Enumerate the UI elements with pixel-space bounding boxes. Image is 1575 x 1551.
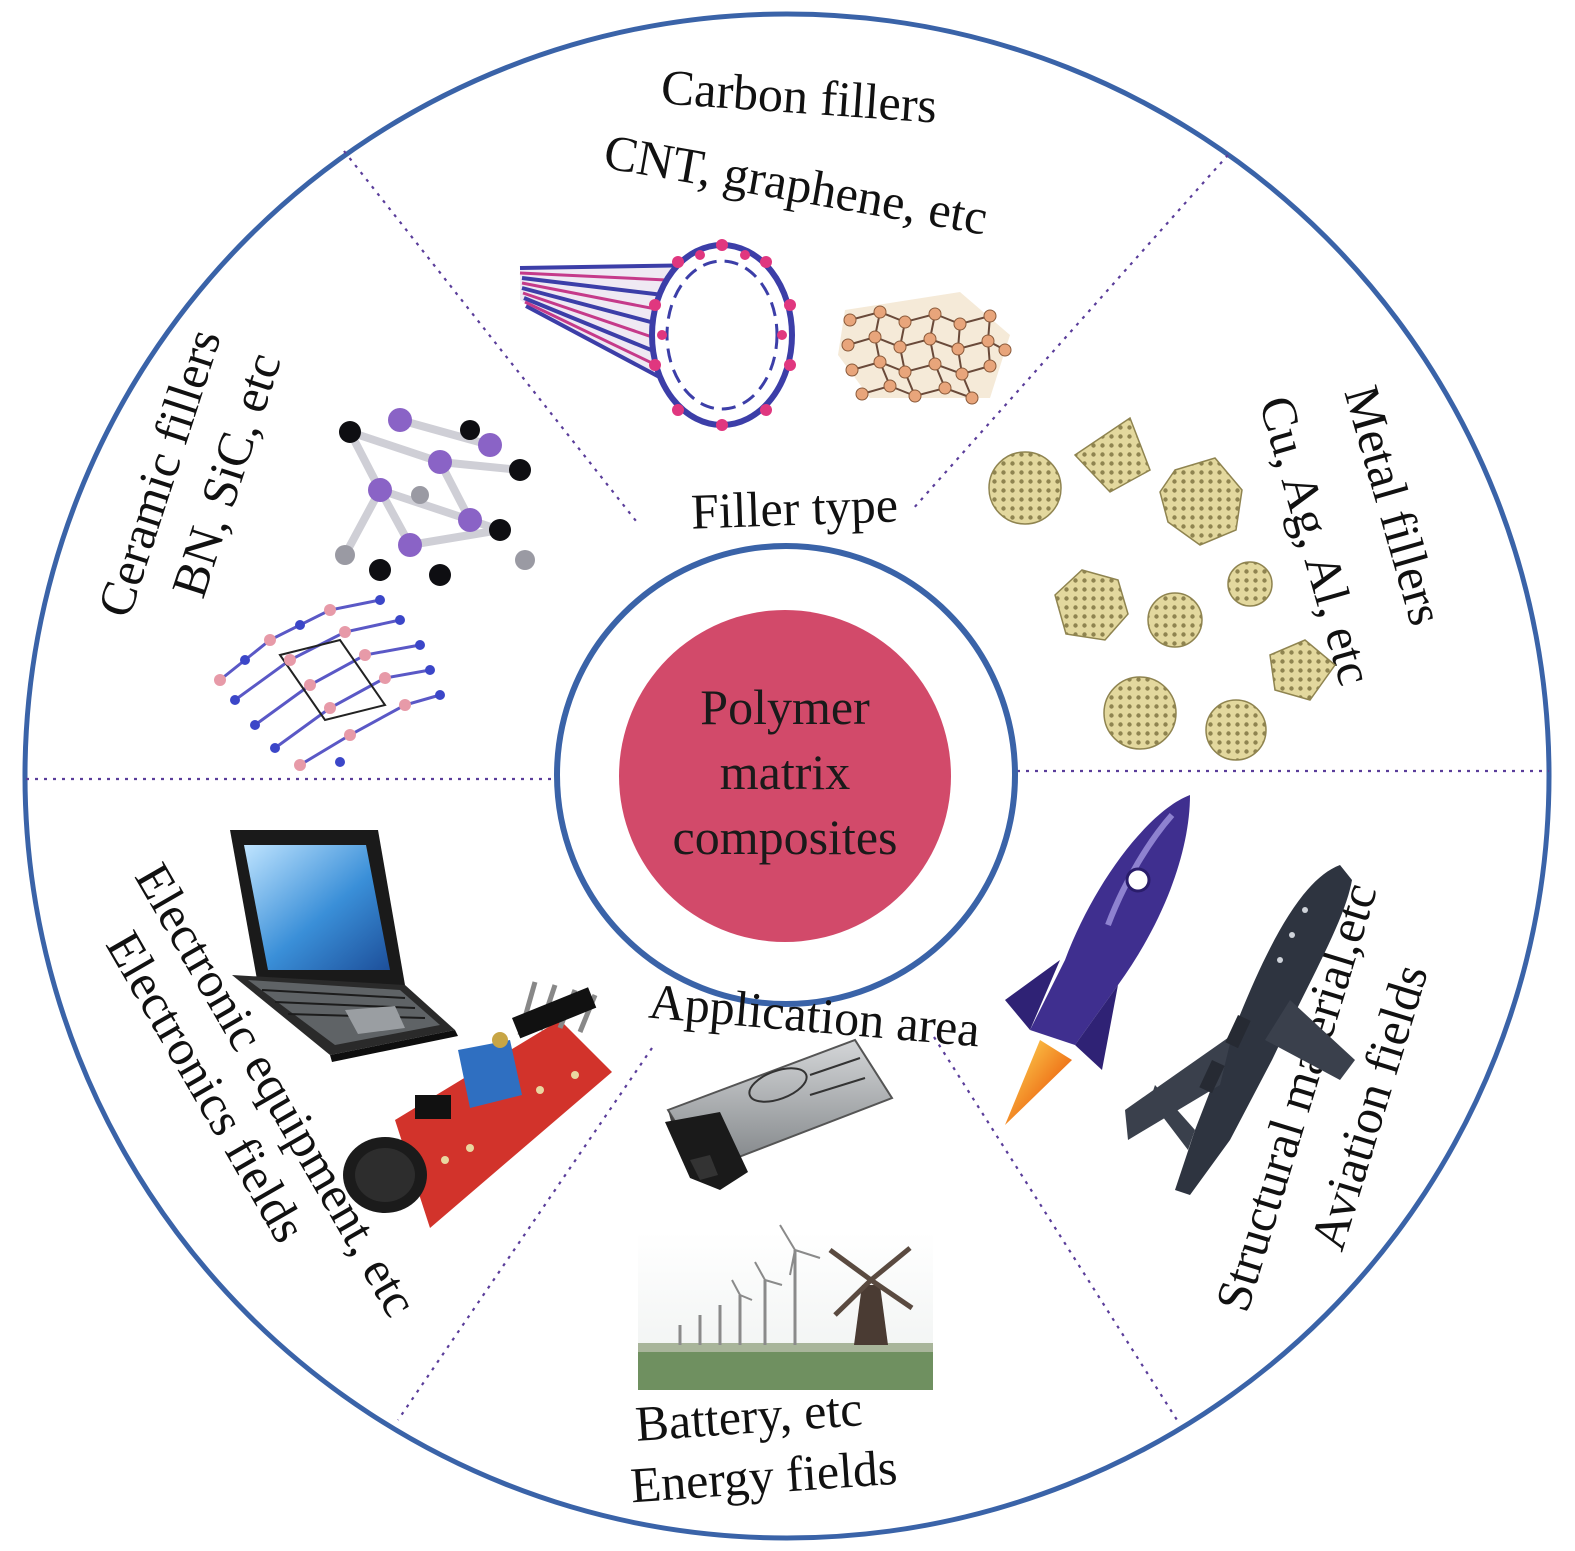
energy-line-1: Battery, etc bbox=[634, 1380, 865, 1452]
graphene-sheet-icon bbox=[838, 292, 1012, 405]
center-title-line-1: Polymer bbox=[700, 679, 870, 735]
segment-dividers bbox=[26, 150, 1549, 1421]
energy-line-2: Energy fields bbox=[629, 1439, 899, 1513]
airplane-icon bbox=[1125, 865, 1355, 1195]
outer-ring bbox=[22, 11, 1552, 1541]
center-disc bbox=[619, 610, 951, 942]
carbon-nanotube-icon bbox=[519, 239, 796, 431]
carbon-fillers-subtitle: CNT, graphene, etc bbox=[600, 123, 992, 245]
laptop-icon bbox=[230, 830, 458, 1062]
divider-upper-right bbox=[911, 154, 1229, 511]
divider-upper-left bbox=[343, 150, 637, 522]
bn-lattice-icon bbox=[214, 595, 445, 771]
ceramic-crystal-icon bbox=[335, 408, 535, 586]
rocket-icon bbox=[1005, 795, 1190, 1125]
wind-turbines-icon bbox=[638, 1224, 933, 1390]
center-title-line-3: composites bbox=[673, 809, 898, 865]
battery-icon bbox=[665, 1038, 894, 1190]
metal-nanoparticles-icon bbox=[988, 416, 1337, 761]
divider-lower-left bbox=[397, 1047, 653, 1421]
divider-lower-right bbox=[933, 1036, 1178, 1421]
center-title-line-2: matrix bbox=[720, 744, 851, 800]
filler-type-label: Filler type bbox=[690, 476, 899, 539]
sensor-board-icon bbox=[343, 981, 612, 1228]
carbon-fillers-title: Carbon fillers bbox=[659, 58, 939, 133]
